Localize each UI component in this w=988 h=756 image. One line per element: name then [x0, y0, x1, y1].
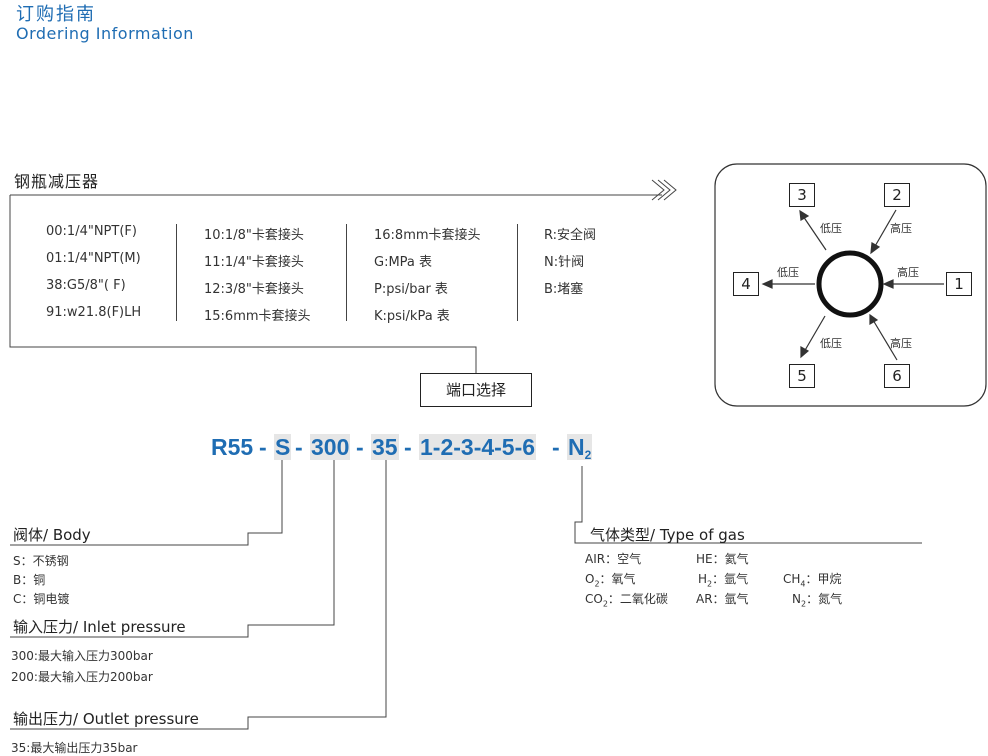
code-body-value: S: [274, 434, 292, 460]
port-number-2: 2: [884, 183, 910, 207]
port-col1-2: 38:G5/8"( F): [46, 278, 126, 293]
body-item: S：不锈钢: [13, 554, 69, 568]
low-pressure-label: 低压: [820, 222, 842, 235]
port-col2-1: 11:1/4"卡套接头: [204, 255, 304, 270]
port-select-box: 端口选择: [420, 373, 532, 407]
code-body: S: [274, 434, 292, 461]
outlet-item: 35:最大输出压力35bar: [11, 741, 138, 755]
code-sep: -: [259, 434, 267, 460]
gas-item: HE：氦气: [696, 552, 749, 566]
port-number-5: 5: [789, 364, 815, 388]
code-inlet: 300: [310, 434, 351, 461]
outlet-label: 输出压力/ Outlet pressure: [13, 710, 199, 728]
low-pressure-label: 低压: [777, 266, 799, 279]
port-col3-2: P:psi/bar 表: [374, 282, 448, 297]
low-pressure-label: 低压: [820, 337, 842, 350]
code-sep: -: [295, 434, 303, 460]
port-number-3: 3: [789, 183, 815, 207]
code-model: R55: [211, 434, 254, 460]
port-col2-2: 12:3/8"卡套接头: [204, 282, 304, 297]
code-outlet: 35: [371, 434, 399, 461]
code-sep: -: [356, 434, 364, 460]
gas-item: AR：氩气: [696, 592, 749, 606]
port-number-1: 1: [946, 272, 972, 296]
code-ports-value: 1-2-3-4-5-6: [419, 434, 537, 460]
gas-item: CH4：甲烷: [783, 572, 842, 589]
port-number-6: 6: [884, 364, 910, 388]
gas-label: 气体类型/ Type of gas: [590, 526, 745, 544]
code-gas-value: N: [568, 434, 585, 460]
port-col1-0: 00:1/4"NPT(F): [46, 224, 137, 239]
code-ports: 1-2-3-4-5-6: [419, 434, 537, 461]
gas-item: O2：氧气: [585, 572, 636, 589]
port-number-4: 4: [733, 272, 759, 296]
code-inlet-value: 300: [310, 434, 351, 460]
divider: [346, 224, 347, 321]
divider: [176, 224, 177, 321]
product-name: 钢瓶减压器: [14, 172, 100, 191]
port-col3-1: G:MPa 表: [374, 255, 433, 270]
inlet-label: 输入压力/ Inlet pressure: [13, 618, 186, 636]
body-item: B：铜: [13, 573, 46, 587]
page-title-en: Ordering Information: [16, 24, 194, 43]
high-pressure-label: 高压: [897, 266, 919, 279]
code-gas: N2: [567, 434, 593, 462]
gas-item: AIR：空气: [585, 552, 642, 566]
body-item: C：铜电镀: [13, 592, 70, 606]
port-col4-2: B:堵塞: [544, 282, 584, 297]
port-col1-3: 91:w21.8(F)LH: [46, 305, 142, 320]
body-label: 阀体/ Body: [13, 526, 91, 544]
port-col3-0: 16:8mm卡套接头: [374, 228, 481, 243]
divider: [517, 224, 518, 321]
gas-item: N2：氮气: [792, 592, 843, 609]
port-col2-0: 10:1/8"卡套接头: [204, 228, 304, 243]
high-pressure-label: 高压: [890, 222, 912, 235]
code-gas-sub: 2: [584, 448, 592, 462]
gas-item: H2：氩气: [698, 572, 749, 589]
port-col2-3: 15:6mm卡套接头: [204, 309, 311, 324]
code-outlet-value: 35: [371, 434, 399, 460]
inlet-item: 200:最大输入压力200bar: [11, 670, 153, 684]
high-pressure-label: 高压: [890, 337, 912, 350]
port-col1-1: 01:1/4"NPT(M): [46, 251, 141, 266]
inlet-item: 300:最大输入压力300bar: [11, 649, 153, 663]
port-col4-1: N:针阀: [544, 255, 585, 270]
page-title-cn: 订购指南: [16, 4, 96, 25]
port-col4-0: R:安全阀: [544, 228, 597, 243]
code-sep: -: [404, 434, 412, 460]
code-sep: -: [552, 434, 560, 460]
port-col3-3: K:psi/kPa 表: [374, 309, 450, 324]
gas-item: CO2：二氧化碳: [585, 592, 668, 609]
